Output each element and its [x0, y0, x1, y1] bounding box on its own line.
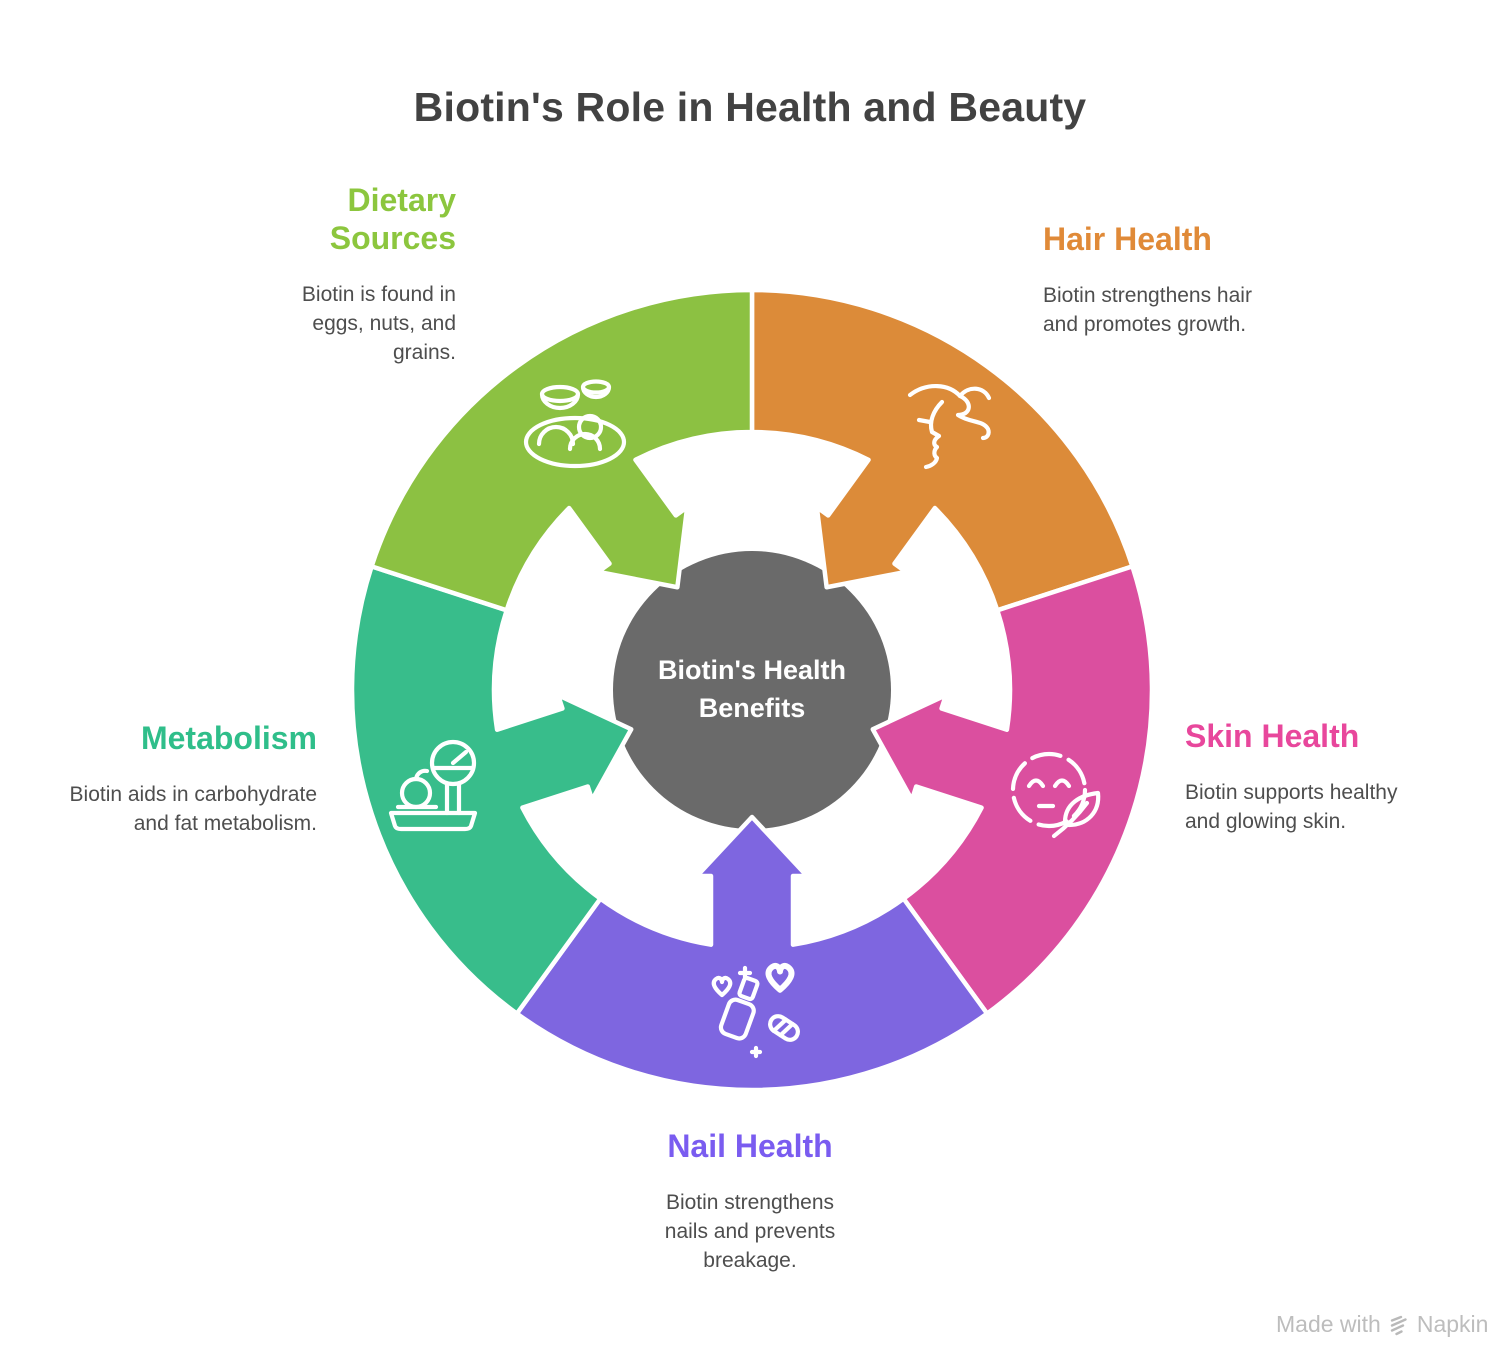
plate-of-eggs-icon [523, 379, 627, 469]
weight-scale-apple-icon [388, 739, 478, 832]
section-heading: Hair Health [1043, 221, 1212, 257]
watermark-brand: Napkin [1416, 1311, 1489, 1337]
section-heading: Nail Health [667, 1128, 833, 1164]
napkin-logo-icon [1390, 1315, 1407, 1335]
section-heading: Metabolism [140, 720, 317, 756]
section-description: Biotin aids in carbohydrate and fat meta… [69, 782, 317, 835]
section-nail-health: Nail Health Biotin strengthens nails and… [600, 1128, 900, 1275]
nail-polish-icon [711, 962, 800, 1059]
section-hair-health: Hair Health Biotin strengthens hair and … [1043, 221, 1255, 339]
section-description: Biotin strengthens nails and prevents br… [664, 1190, 836, 1272]
section-heading: Skin Health [1185, 718, 1360, 754]
center-circle [613, 551, 891, 829]
section-metabolism: Metabolism Biotin aids in carbohydrate a… [67, 720, 317, 838]
section-description: Biotin is found in eggs, nuts, and grain… [301, 282, 456, 364]
benefits-wheel-diagram [349, 287, 1155, 1093]
section-description: Biotin supports healthy and glowing skin… [1185, 780, 1398, 833]
watermark-prefix: Made with [1276, 1311, 1381, 1337]
section-dietary-sources: Dietary Sources Biotin is found in eggs,… [251, 182, 456, 367]
section-skin-health: Skin Health Biotin supports healthy and … [1185, 718, 1405, 836]
flowing-hair-face-icon [907, 384, 992, 470]
section-heading: Dietary Sources [329, 182, 456, 256]
watermark: Made with Napkin [1276, 1311, 1488, 1338]
page-title: Biotin's Role in Health and Beauty [413, 84, 1087, 130]
section-icons [388, 379, 1101, 1059]
center-label: Biotin's Health Benefits [658, 655, 846, 723]
segment-nail-health [514, 814, 990, 1093]
glowing-skin-face-icon [1010, 751, 1101, 839]
segment-dietary-sources [369, 287, 755, 613]
section-description: Biotin strengthens hair and promotes gro… [1043, 283, 1252, 336]
